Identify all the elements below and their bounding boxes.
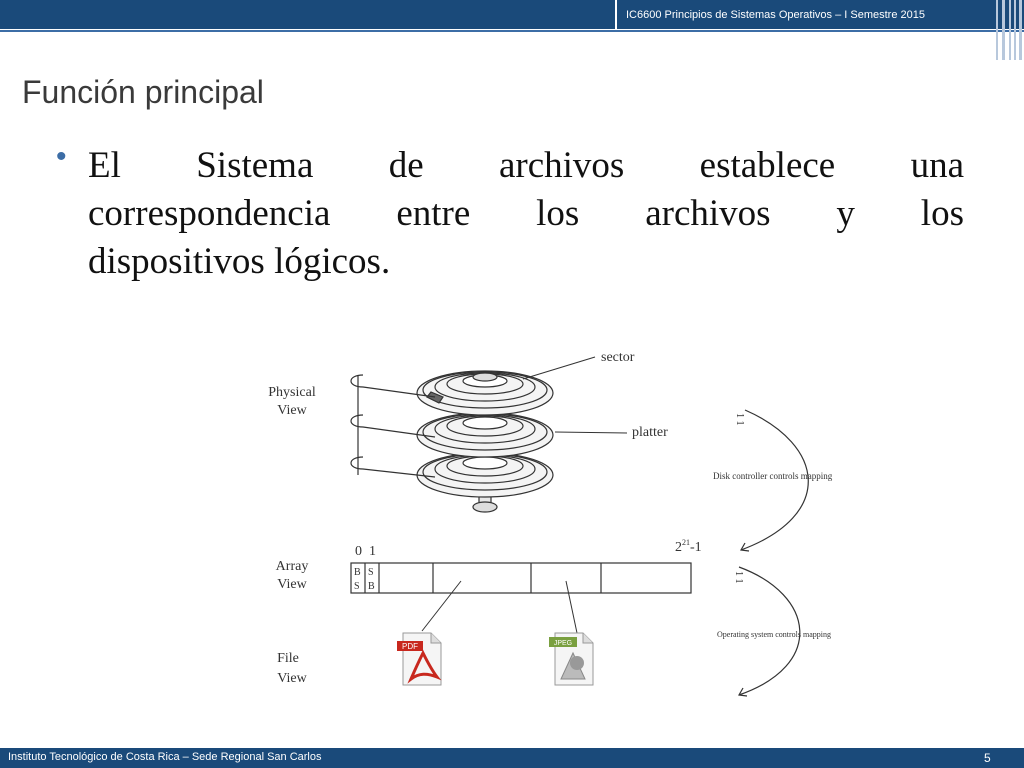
- header-divider: [0, 30, 1024, 32]
- array-index-0: 0: [355, 544, 362, 559]
- sector-label: sector: [601, 350, 635, 365]
- disk-controller-label: Disk controller controls mapping: [713, 471, 833, 481]
- mapping-arrows: [738, 409, 809, 697]
- svg-text:S: S: [368, 567, 374, 578]
- bullet-text: El Sistema de archivos establece una cor…: [88, 142, 964, 286]
- svg-text:S: S: [354, 581, 360, 592]
- array-index-1: 1: [369, 544, 376, 559]
- pdf-file-icon: PDF: [397, 632, 442, 686]
- array-view-label: Array: [276, 559, 309, 574]
- bullet-line-1: El Sistema de archivos establece una: [88, 145, 964, 186]
- svg-text:B: B: [368, 581, 375, 592]
- disk-stack: [350, 370, 554, 513]
- array-box: [350, 562, 692, 594]
- physical-view-label-2: View: [277, 403, 307, 418]
- svg-text:1 1: 1 1: [733, 571, 744, 584]
- file-view-label: File: [277, 651, 299, 666]
- svg-text:1 1: 1 1: [734, 413, 745, 426]
- header-decoration: [996, 0, 1022, 60]
- bullet-line-2: correspondencia entre los archivos y los: [88, 193, 964, 234]
- svg-text:B: B: [354, 567, 361, 578]
- jpeg-badge: JPEG: [554, 640, 572, 647]
- array-last-index: 221-1: [675, 538, 702, 555]
- os-mapping-label: Operating system controls mapping: [717, 630, 831, 639]
- top-header-bar: [0, 0, 1024, 32]
- pdf-badge: PDF: [402, 642, 418, 651]
- jpeg-file-icon: JPEG: [549, 632, 594, 686]
- file-system-diagram: Physical View sector platter: [268, 350, 833, 697]
- footer-bar: Instituto Tecnológico de Costa Rica – Se…: [0, 748, 1024, 768]
- physical-view-label: Physical: [268, 385, 316, 400]
- header-left-band: [0, 0, 615, 29]
- array-view-label-2: View: [277, 577, 307, 592]
- file-view-label-2: View: [277, 671, 307, 686]
- header-right-band: [617, 0, 1024, 29]
- page-number: 5: [984, 751, 991, 765]
- bullet-line-3: dispositivos lógicos.: [88, 241, 391, 282]
- course-header: IC6600 Principios de Sistemas Operativos…: [626, 9, 925, 21]
- slide-title: Función principal: [22, 74, 264, 110]
- bullet-dot: •: [56, 140, 67, 173]
- footer-institution: Instituto Tecnológico de Costa Rica – Se…: [8, 751, 322, 763]
- platter-label: platter: [632, 425, 668, 440]
